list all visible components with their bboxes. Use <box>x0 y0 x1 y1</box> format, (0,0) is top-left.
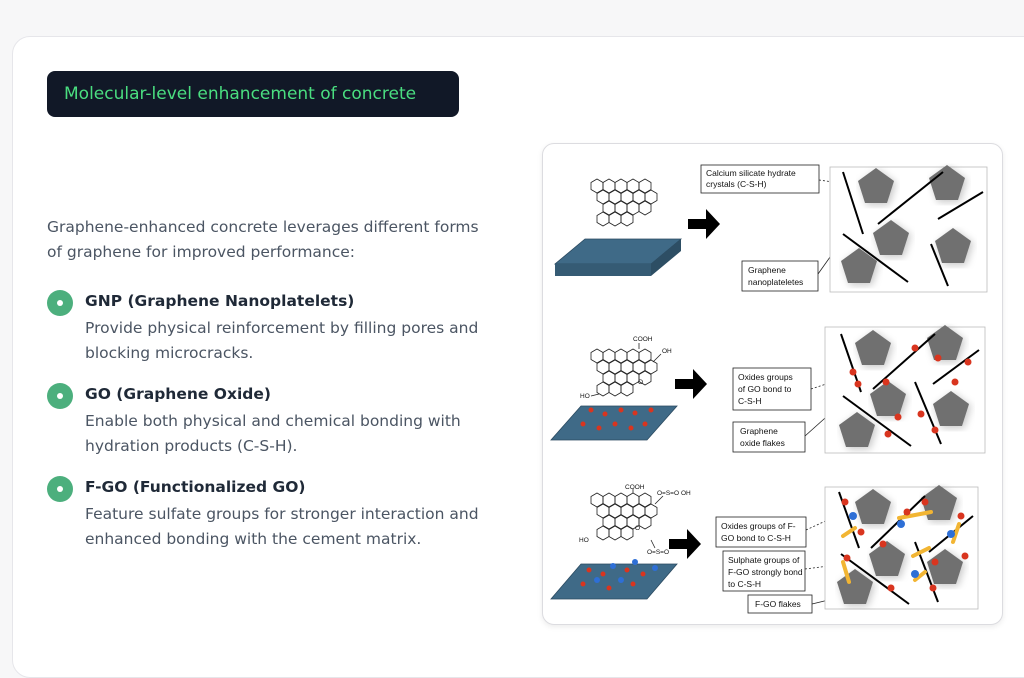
label-cooh: COOH <box>633 336 653 343</box>
label-ho: HO <box>579 537 589 544</box>
arrow-icon <box>688 209 720 239</box>
fgo-molecule-icon <box>590 489 664 549</box>
item-description: Feature sulfate groups for stronger inte… <box>85 502 505 552</box>
label-box-gnp <box>741 260 819 292</box>
item-desc-line: Feature sulfate groups for stronger inte… <box>85 505 479 523</box>
item-desc-line: enhanced bonding with the cement matrix. <box>85 530 422 548</box>
label-gnp-line1: Graphene <box>748 265 786 275</box>
go-matrix-panel <box>824 325 986 454</box>
label-ox-line3: C-S-H <box>738 396 762 406</box>
label-ox-line2: of GO bond to <box>738 384 792 394</box>
item-title: F-GO (Functionalized GO) <box>85 478 306 496</box>
label-su-line3: to C-S-H <box>728 579 761 589</box>
go-molecule-icon <box>590 343 662 397</box>
bullet-icon <box>47 290 73 316</box>
item-description: Enable both physical and chemical bondin… <box>85 409 505 459</box>
label-csh-line1: Calcium silicate hydrate <box>706 168 796 178</box>
gnp-molecule-icon <box>590 178 658 227</box>
intro-line-2: of graphene for improved performance: <box>47 243 356 261</box>
bullet-icon <box>47 476 73 502</box>
gnp-matrix-panel <box>829 165 988 293</box>
bullet-icon <box>47 383 73 409</box>
label-cooh: COOH <box>625 484 645 491</box>
go-plate <box>550 405 678 441</box>
fgo-plate <box>550 559 678 600</box>
gnp-plate <box>553 238 683 276</box>
label-box-oxides-fgo <box>715 516 807 548</box>
intro-line-1: Graphene-enhanced concrete leverages dif… <box>47 218 479 236</box>
item-desc-line: Enable both physical and chemical bondin… <box>85 412 461 430</box>
item-title: GO (Graphene Oxide) <box>85 385 271 403</box>
label-su-line2: F-GO strongly bond <box>728 567 803 577</box>
fgo-matrix-panel <box>824 485 979 610</box>
graphene-diagram: Calcium silicate hydrate crystals (C-S-H… <box>542 143 1003 625</box>
label-box-csh <box>700 164 820 194</box>
label-fox-line1: Oxides groups of F- <box>721 521 796 531</box>
label-ho: HO <box>580 393 590 400</box>
label-gnp-line2: nanoplateletes <box>748 277 803 287</box>
label-oh: OH <box>681 490 691 497</box>
label-go-line1: Graphene <box>740 426 778 436</box>
item-desc-line: Provide physical reinforcement by fillin… <box>85 319 479 337</box>
label-box-sulphate <box>722 550 806 592</box>
item-description: Provide physical reinforcement by fillin… <box>85 316 505 366</box>
label-su-line1: Sulphate groups of <box>728 555 800 565</box>
page-title: Molecular-level enhancement of concrete <box>47 71 459 117</box>
diagram-svg: Calcium silicate hydrate crystals (C-S-H… <box>550 164 988 614</box>
item-desc-line: blocking microcracks. <box>85 344 254 362</box>
label-so3-bottom: O=S=O <box>647 549 669 556</box>
label-go-line2: oxide flakes <box>740 438 785 448</box>
label-box-go-flakes <box>732 421 806 453</box>
label-box-oxides-go <box>732 367 812 411</box>
intro-paragraph: Graphene-enhanced concrete leverages dif… <box>47 215 517 265</box>
label-ox-line1: Oxides groups <box>738 372 793 382</box>
item-title: GNP (Graphene Nanoplatelets) <box>85 292 355 310</box>
label-so3: O=S=O <box>657 490 679 497</box>
label-oh: OH <box>662 348 672 355</box>
arrow-icon <box>675 369 707 399</box>
label-fgo-flakes: F-GO flakes <box>755 599 801 609</box>
label-fox-line2: GO bond to C-S-H <box>721 533 791 543</box>
label-csh-line2: crystals (C-S-H) <box>706 179 767 189</box>
label-o: O <box>638 379 643 386</box>
label-o: O <box>635 525 640 532</box>
item-desc-line: hydration products (C-S-H). <box>85 437 298 455</box>
arrow-icon <box>669 529 701 559</box>
